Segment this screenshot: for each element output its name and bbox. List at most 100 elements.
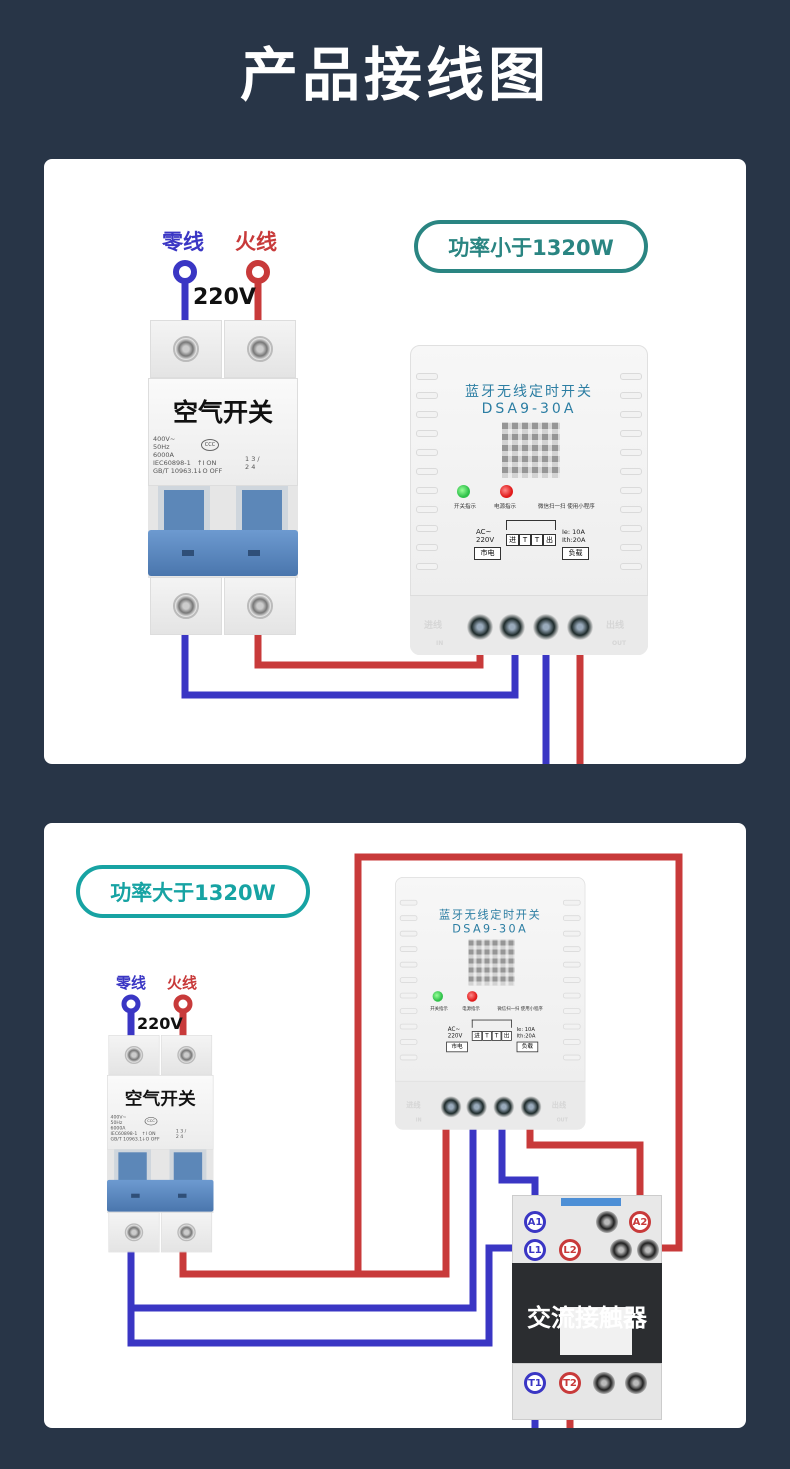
vent-slot [563,899,581,906]
terminal-screw-l-out [520,1096,542,1118]
switch-indicator-label: 开关指示 [430,1006,448,1012]
vent-slot [620,544,642,551]
vent-slot [416,373,438,380]
terminal-screw-n-in [466,1096,487,1118]
load-label: 负载 [562,547,589,560]
bluetooth-timer-switch: 蓝牙无线定时开关 DSA9-30A 开关指示 电源指示 微信扫一扫 使用小程序 … [410,345,648,655]
voltage-label: 220V [137,1014,183,1033]
device-title: 蓝牙无线定时开关 [439,908,542,922]
neutral-label: 零线 [116,974,147,992]
power-badge-high: 功率大于1320W [76,865,310,918]
vent-slot [416,563,438,570]
vent-slot [399,977,418,983]
vent-slot [416,525,438,532]
page-title: 产品接线图 [239,41,550,109]
vent-slot [399,961,418,968]
live-label: 火线 [167,974,198,992]
screw-icon [247,593,273,619]
vent-slot [620,430,642,437]
load-label: 负载 [516,1041,539,1053]
vent-slot [399,1008,418,1014]
vent-slot [416,392,438,399]
live-label: 火线 [235,230,277,254]
vent-slot [563,961,581,968]
scan-hint-label: 微信扫一扫 使用小程序 [497,1006,543,1012]
screw-icon [177,1046,196,1064]
vent-slot [620,392,642,399]
vent-slot [416,506,438,513]
screw-icon [124,1046,144,1064]
vent-slot [399,1023,418,1030]
vent-slot [399,1054,418,1061]
vent-slot [620,525,642,532]
vent-slot [620,506,642,513]
power-badge-low: 功率小于1320W [414,220,648,273]
screw-icon [596,1211,618,1233]
ccc-cert-logo: CCC [201,439,219,451]
vent-slot [563,992,581,999]
screw-icon [610,1239,632,1261]
vent-slot [416,411,438,418]
qr-code [502,422,560,478]
on-off-marking: ↑I ON↓O OFF [141,1130,160,1142]
ac-voltage-label: AC~220V [447,1026,463,1040]
vent-slot [416,430,438,437]
vent-slot [620,563,642,570]
pole-marking: 1 3 / 2 4 [245,455,260,471]
relay-symbol [471,1019,512,1028]
ac-voltage-label: AC~220V [476,528,495,544]
terminal-a1: A1 [524,1211,546,1233]
voltage-label: 220V [193,285,256,310]
breaker-name: 空气开关 [172,398,273,427]
breaker-toggle-handle[interactable] [148,530,298,576]
breaker-name: 空气开关 [124,1088,196,1109]
device-model: DSA9-30A [452,922,529,936]
terminal-strip: 进线 出线 IN OUT [410,595,648,655]
switch-indicator-led [457,485,470,498]
vent-slot [620,373,642,380]
vent-slot [563,1008,581,1014]
qr-code [468,939,515,986]
relay-symbol [506,520,556,530]
vent-slot [563,946,581,952]
vent-slot [563,977,581,983]
vent-slot [563,930,581,937]
ac-contactor: 交流接触器 A1 A2 L1 L2 T1 T2 [512,1195,662,1420]
switch-indicator-led [432,991,443,1002]
screw-icon [637,1239,659,1261]
terminal-l1: L1 [524,1239,546,1261]
vent-slot [399,930,418,937]
terminal-screw-l-out [567,614,593,640]
t-terminal-label: T [531,534,543,546]
power-indicator-led [500,485,513,498]
terminal-strip: 进线 出线 IN OUT [395,1080,586,1130]
mains-label: 市电 [446,1041,468,1053]
out-terminal-label: 出 [543,534,556,546]
device-model: DSA9-30A [481,401,577,417]
screw-icon [124,1223,144,1242]
t-terminal-label: T [491,1031,502,1041]
terminal-screw-n-in [499,614,525,640]
mains-label: 市电 [474,547,501,560]
vent-slot [399,992,418,999]
vent-slot [620,487,642,494]
power-indicator-label: 电源指示 [462,1006,480,1012]
t-terminal-label: T [482,1031,492,1041]
vent-slot [416,468,438,475]
vent-slot [399,946,418,952]
on-off-marking: ↑I ON↓O OFF [197,459,223,475]
terminal-t1: T1 [524,1372,546,1394]
vent-slot [416,544,438,551]
screw-icon [173,336,199,362]
in-terminal-label: 进 [506,534,519,546]
vent-slot [563,1054,581,1061]
vent-slot [416,487,438,494]
t-terminal-label: T [519,534,531,546]
vent-slot [416,449,438,456]
switch-indicator-label: 开关指示 [454,504,477,510]
breaker-toggle-handle[interactable] [107,1179,214,1212]
